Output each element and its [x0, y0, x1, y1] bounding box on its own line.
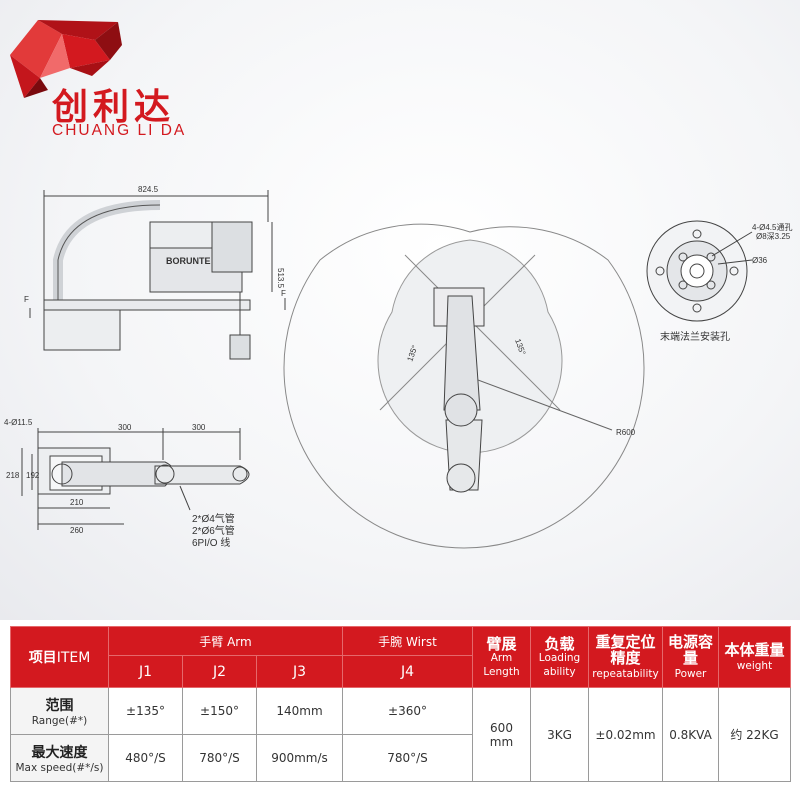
flange-caption: 末端法兰安装孔	[660, 330, 730, 343]
top-view	[21, 428, 250, 530]
robot-label: BORUNTE	[166, 256, 211, 266]
header-power: 电源容量 Power	[662, 626, 719, 688]
speed-j2: 780°/S	[182, 734, 257, 782]
workspace-view	[283, 223, 645, 549]
load-value: 3KG	[530, 687, 589, 782]
tube-label-4: 2*Ø4气管	[192, 512, 235, 525]
dim-h-inner: 192	[26, 471, 40, 480]
speed-j1: 480°/S	[108, 734, 183, 782]
speed-j4: 780°/S	[342, 734, 473, 782]
brand-name-cn: 创利达	[52, 87, 176, 128]
speed-j3: 900mm/s	[256, 734, 343, 782]
dim-height: 513.5	[276, 268, 285, 289]
top-hole-label: 4-Ø11.5	[4, 418, 33, 427]
header-j3: J3	[256, 655, 343, 688]
dim-base-outer: 260	[70, 526, 84, 535]
logo-mark-icon	[10, 20, 122, 98]
range-j1: ±135°	[108, 687, 183, 735]
brand-logo: 创利达 CHUANG LI DA	[0, 0, 240, 150]
range-j2: ±150°	[182, 687, 257, 735]
header-weight: 本体重量 weight	[718, 626, 791, 688]
table-row: 最大速度 Max speed(#*/s) 480°/S 780°/S 900mm…	[10, 734, 791, 782]
spec-table: 项目ITEM 手臂 Arm 手腕 Wirst 臂展 Arm Length 负载 …	[10, 625, 791, 782]
row-label-speed: 最大速度 Max speed(#*/s)	[10, 734, 109, 782]
tube-label-6: 2*Ø6气管	[192, 524, 235, 537]
dim-arm1: 300	[118, 423, 132, 432]
header-arm-group: 手臂 Arm	[108, 625, 343, 657]
header-j1: J1	[108, 655, 183, 688]
header-item: 项目ITEM	[10, 626, 109, 688]
section-left: F	[24, 295, 29, 304]
weight-value: 约 22KG	[718, 687, 791, 782]
dim-h-outer: 218	[6, 471, 20, 480]
flange-hole-label: 4-Ø4.5通孔	[752, 222, 792, 232]
flange-counterbore: Ø8深3.25	[756, 232, 791, 241]
header-j4: J4	[342, 655, 473, 688]
side-view	[29, 190, 286, 360]
row-label-range: 范围 Range(#*)	[10, 687, 109, 735]
io-label: 6PI/O 线	[192, 536, 230, 549]
repeatability-value: ±0.02mm	[588, 687, 663, 782]
dim-arm2: 300	[192, 423, 206, 432]
flange-diameter: Ø36	[752, 256, 768, 265]
brand-name-en: CHUANG LI DA	[52, 122, 187, 139]
header-repeatability: 重复定位精度 repeatability	[588, 626, 663, 688]
header-wrist-group: 手腕 Wirst	[342, 625, 473, 657]
dim-base-inner: 210	[70, 498, 84, 507]
dim-width: 824.5	[138, 185, 159, 194]
section-right: F	[281, 289, 286, 298]
power-value: 0.8KVA	[662, 687, 719, 782]
flange-view	[646, 220, 753, 322]
range-j4: ±360°	[342, 687, 473, 735]
arm-length-value: 600 mm	[472, 687, 531, 782]
header-j2: J2	[182, 655, 257, 688]
header-load: 负载 Loading ability	[530, 626, 589, 688]
header-arm-length: 臂展 Arm Length	[472, 626, 531, 688]
technical-drawing: 824.5 513.5 BORUNTE F F 4-Ø11.5 300 300 …	[4, 185, 792, 549]
table-row: 范围 Range(#*) ±135° ±150° 140mm ±360° 600…	[10, 687, 791, 782]
radius-label: R600	[616, 428, 636, 437]
range-j3: 140mm	[256, 687, 343, 735]
